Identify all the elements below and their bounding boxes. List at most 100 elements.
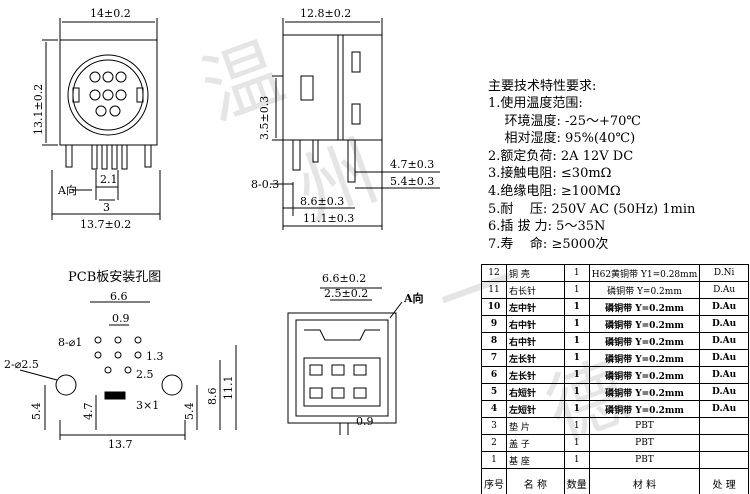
requirement-line: 4.绝缘电阻: ≥100MΩ <box>488 184 621 199</box>
dim-side-4-7: 4.7±0.3 <box>390 158 434 171</box>
requirement-line: 3.接触电阻: ≤30mΩ <box>488 166 612 181</box>
cell-finish: D.Au <box>699 349 749 367</box>
cell-material: 磷铜带 Y=0.2mm <box>588 383 701 401</box>
requirement-line: 相对湿度: 95%(40℃) <box>488 131 636 146</box>
pcb-dim-0-9: 0.9 <box>112 312 130 325</box>
dim-side-5-4: 5.4±0.3 <box>390 175 434 188</box>
cell-name: 右中针 <box>506 315 565 333</box>
cell-finish: D.Au <box>699 315 749 333</box>
cell-name: 铜 壳 <box>506 264 565 282</box>
a-view <box>287 287 403 435</box>
dim-front-pin: 3 <box>103 201 110 214</box>
cell-qty: 1 <box>563 366 590 384</box>
dim-side-8: 8-0.3 <box>251 178 279 191</box>
cell-name: 右长针 <box>506 281 565 299</box>
cell-qty: 1 <box>563 417 590 435</box>
cell-material: 磷铜带 Y=0.2mm <box>588 281 701 299</box>
dim-front-width: 14±0.2 <box>90 7 131 20</box>
cell-name: 右中针 <box>506 332 565 350</box>
cell-finish: D.Au <box>699 366 749 384</box>
side-view <box>270 18 440 230</box>
cell-material: 磷铜带 Y=0.2mm <box>588 400 701 418</box>
pcb-dim-13-7: 13.7 <box>108 438 133 451</box>
aview-dim-bottom: 0.9 <box>356 415 374 428</box>
cell-material: 磷铜带 Y=0.2mm <box>588 298 701 316</box>
cell-finish: D.Au <box>699 298 749 316</box>
pcb-dim-5-4-right: 5.4 <box>183 403 196 421</box>
header-no: 序号 <box>481 468 507 494</box>
cell-finish: D.Ni <box>699 264 749 282</box>
front-direction-label: A向 <box>57 183 77 197</box>
cell-finish: D.Au <box>699 332 749 350</box>
cell-name: 基 座 <box>506 451 565 469</box>
dim-front-height: 13.1±0.2 <box>32 84 45 135</box>
requirement-line: 7.寿 命: ≥5000次 <box>488 237 609 252</box>
requirement-line: 5.耐 压: 250V AC (50Hz) 1min <box>488 202 696 217</box>
cell-no: 3 <box>481 417 507 435</box>
cell-no: 8 <box>481 332 507 350</box>
cell-finish: D.Au <box>699 383 749 401</box>
aview-dim-top: 6.6±0.2 <box>322 272 366 285</box>
dim-front-pitch: 2.1 <box>100 173 118 186</box>
header-name: 名 称 <box>506 468 565 494</box>
header-finish: 处 理 <box>699 468 749 494</box>
pcb-layout <box>19 301 237 440</box>
cell-no: 5 <box>481 383 507 401</box>
cell-qty: 1 <box>563 434 590 452</box>
dim-side-pin-height: 3.5±0.3 <box>258 96 271 140</box>
pcb-holes-label: 8-⌀1 <box>58 336 82 349</box>
cell-name: 左长针 <box>506 349 565 367</box>
cell-material: 磷铜带 Y=0.2mm <box>588 315 701 333</box>
header-material: 材 料 <box>588 468 701 494</box>
cell-qty: 1 <box>563 451 590 469</box>
svg-text:温: 温 <box>191 27 295 138</box>
requirement-line: 6.插 拔 力: 5～35N <box>488 219 606 234</box>
cell-material: PBT <box>588 451 701 469</box>
aview-label: A向 <box>403 291 424 305</box>
cell-qty: 1 <box>563 332 590 350</box>
cell-qty: 1 <box>563 383 590 401</box>
pcb-dim-5-4-left: 5.4 <box>30 403 43 421</box>
cell-finish: D.Au <box>699 400 749 418</box>
cell-material: 磷铜带 Y=0.2mm <box>588 332 701 350</box>
cell-material: H62黄铜带 Y1=0.28mm <box>588 264 701 282</box>
cell-name: 盖 子 <box>506 434 565 452</box>
cell-name: 右短针 <box>506 383 565 401</box>
pcb-dim-11-1: 11.1 <box>222 376 235 401</box>
front-pin-holes <box>89 71 127 117</box>
requirement-line: 1.使用温度范围: <box>488 96 583 111</box>
header-qty: 数量 <box>563 468 590 494</box>
cell-finish <box>699 434 749 452</box>
cell-qty: 1 <box>563 315 590 333</box>
cell-no: 4 <box>481 400 507 418</box>
cell-name: 左中针 <box>506 298 565 316</box>
dim-side-width: 12.8±0.2 <box>300 7 351 20</box>
cell-name: 左短针 <box>506 400 565 418</box>
pcb-dim-8-6: 8.6 <box>206 388 219 406</box>
cell-name: 垫 片 <box>506 417 565 435</box>
cell-no: 6 <box>481 366 507 384</box>
cell-no: 9 <box>481 315 507 333</box>
cell-material: 磷铜带 Y=0.2mm <box>588 366 701 384</box>
cell-name: 左长针 <box>506 366 565 384</box>
pcb-dim-6-6: 6.6 <box>110 290 128 303</box>
cell-no: 12 <box>481 264 507 282</box>
cell-qty: 1 <box>563 298 590 316</box>
cell-material: 磷铜带 Y=0.2mm <box>588 349 701 367</box>
requirement-line: 环境温度: -25～+70℃ <box>488 114 641 129</box>
aview-dim-inner: 2.5±0.2 <box>324 287 368 300</box>
cell-material: PBT <box>588 434 701 452</box>
cell-no: 10 <box>481 298 507 316</box>
cell-qty: 1 <box>563 400 590 418</box>
